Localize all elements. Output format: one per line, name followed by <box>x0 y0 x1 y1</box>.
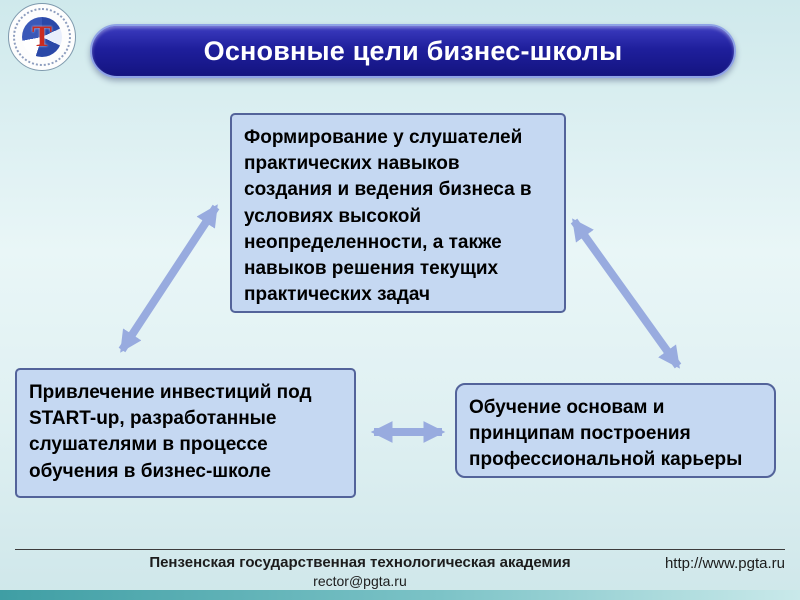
slide-footer: Пензенская государственная технологическ… <box>15 549 785 589</box>
footer-organization: Пензенская государственная технологическ… <box>149 554 571 571</box>
academy-logo: T <box>8 3 76 71</box>
slide-title: Основные цели бизнес-школы <box>203 35 623 66</box>
footer-email: rector@pgta.ru <box>313 573 407 589</box>
diagram-box-investment: Привлечение инвестиций под START-up, раз… <box>15 368 356 498</box>
logo-text-ring <box>13 8 71 66</box>
double-arrow-right-icon <box>570 218 682 369</box>
footer-url: http://www.pgta.ru <box>664 555 785 572</box>
diagram-box-formation: Формирование у слушателей практических н… <box>230 113 566 313</box>
footer-organization-block: Пензенская государственная технологическ… <box>15 554 665 589</box>
diagram-box-career: Обучение основам и принципам построения … <box>455 383 776 478</box>
bottom-accent-strip <box>0 590 800 600</box>
title-banner: Основные цели бизнес-школы <box>90 24 736 78</box>
double-arrow-left-icon <box>118 204 220 353</box>
